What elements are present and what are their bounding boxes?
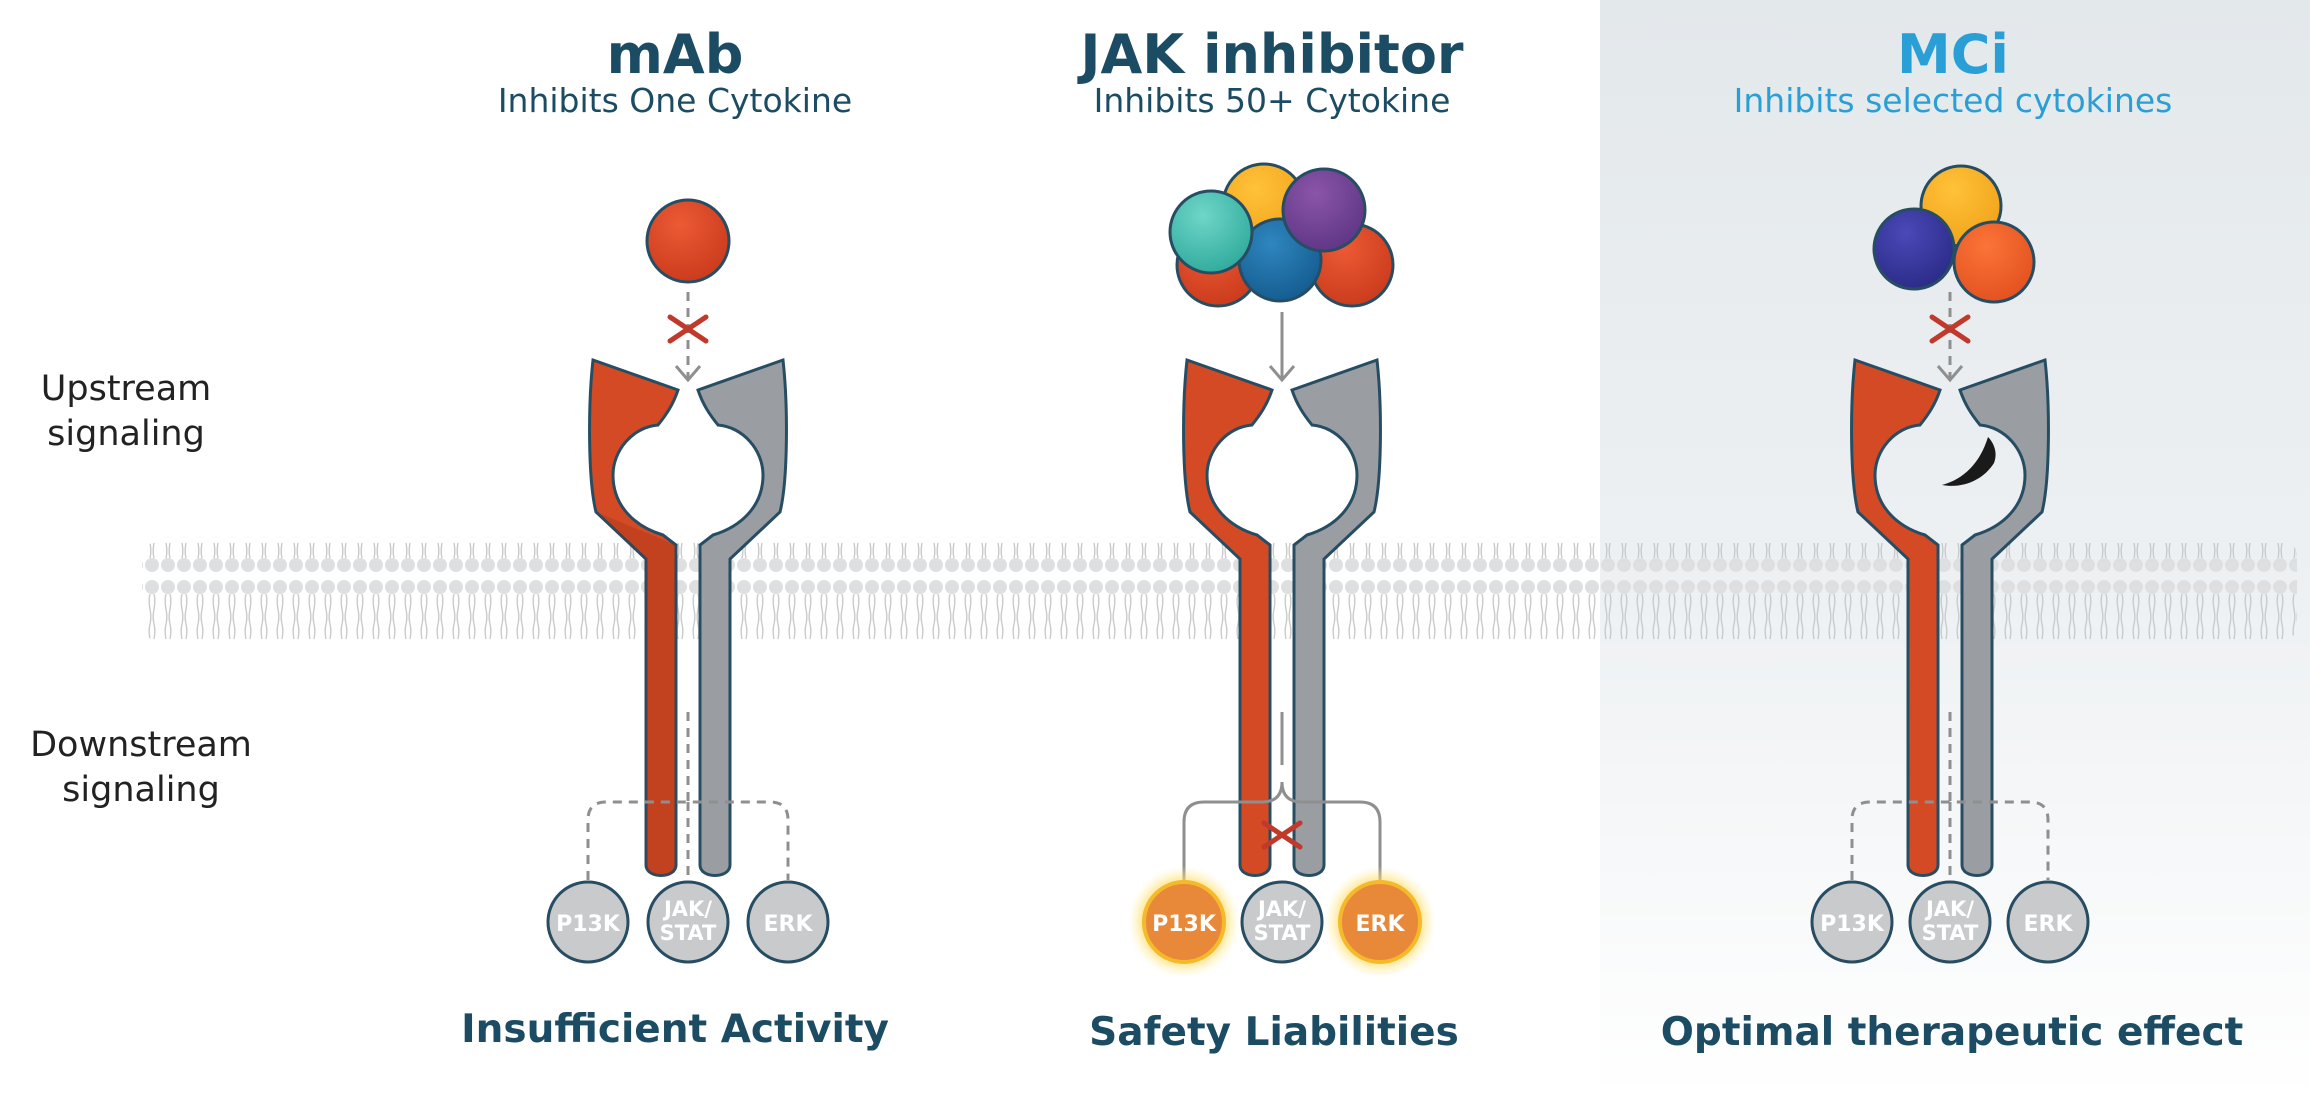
pathway-label: ERK bbox=[763, 912, 813, 937]
small-molecule-inhibitor-icon bbox=[1942, 437, 1996, 486]
mci-downstream-connector bbox=[1850, 712, 2050, 880]
mab-upstream-block-icon bbox=[667, 314, 709, 344]
jak-outcome: Safety Liabilities bbox=[1089, 1010, 1459, 1055]
cytokine-navy bbox=[1872, 207, 1956, 291]
jak-pathway-jak-stat: JAK/ STAT bbox=[1240, 880, 1324, 964]
mab-upstream-arrow bbox=[674, 292, 702, 383]
mci-upstream-arrow bbox=[1936, 292, 1964, 383]
cytokine-purple bbox=[1281, 167, 1367, 253]
downstream-label-line2: signaling bbox=[62, 770, 220, 810]
jak-subtitle: Inhibits 50+ Cytokine bbox=[1094, 81, 1451, 120]
mci-receptor bbox=[1850, 358, 2050, 877]
mci-title: MCi bbox=[1897, 23, 2009, 86]
jak-downstream-connector bbox=[1182, 712, 1382, 880]
pathway-label-line2: STAT bbox=[1254, 921, 1311, 945]
pathway-label: ERK bbox=[2023, 912, 2073, 937]
pathway-label-line2: STAT bbox=[1922, 921, 1979, 945]
downstream-label-line1: Downstream bbox=[30, 725, 252, 765]
mab-outcome: Insufficient Activity bbox=[461, 1007, 889, 1052]
pathway-label: P13K bbox=[1820, 912, 1885, 937]
cell-membrane bbox=[142, 543, 2297, 639]
mci-pathway-p13k: P13K bbox=[1810, 880, 1894, 964]
pathway-label-line1: JAK/ bbox=[662, 897, 712, 921]
jak-title: JAK inhibitor bbox=[1076, 23, 1464, 86]
mab-pathway-erk: ERK bbox=[746, 880, 830, 964]
upstream-label-line2: signaling bbox=[47, 414, 205, 454]
mab-title: mAb bbox=[607, 23, 744, 86]
mci-pathway-erk: ERK bbox=[2006, 880, 2090, 964]
jak-cytokine-cluster bbox=[1168, 162, 1395, 308]
pathway-label-line2: STAT bbox=[660, 921, 717, 945]
upstream-label-line1: Upstream bbox=[41, 369, 212, 409]
jak-pathway-erk: ERK bbox=[1324, 866, 1436, 978]
jak-upstream-arrow bbox=[1268, 312, 1296, 383]
mci-upstream-block-icon bbox=[1929, 314, 1971, 344]
jak-downstream-block-icon bbox=[1261, 820, 1303, 850]
mab-subtitle: Inhibits One Cytokine bbox=[498, 81, 852, 120]
mab-downstream-connector bbox=[586, 712, 790, 880]
pathway-label: P13K bbox=[556, 912, 621, 937]
mci-cytokine-cluster bbox=[1872, 164, 2036, 304]
cytokine-teal bbox=[1168, 189, 1254, 275]
mab-pathway-p13k: P13K bbox=[546, 880, 630, 964]
mci-outcome: Optimal therapeutic effect bbox=[1661, 1010, 2244, 1055]
jak-pathway-p13k: P13K bbox=[1128, 866, 1240, 978]
pathway-label: P13K bbox=[1152, 912, 1217, 937]
mci-subtitle: Inhibits selected cytokines bbox=[1734, 81, 2173, 120]
mab-pathway-jak-stat: JAK/ STAT bbox=[646, 880, 730, 964]
mci-pathway-jak-stat: JAK/ STAT bbox=[1908, 880, 1992, 964]
pathway-label-line1: JAK/ bbox=[1256, 897, 1306, 921]
pathway-label-line1: JAK/ bbox=[1924, 897, 1974, 921]
mab-receptor bbox=[588, 358, 788, 877]
cytokine-orange bbox=[1952, 220, 2036, 304]
mab-cytokine bbox=[645, 198, 731, 284]
pathway-label: ERK bbox=[1355, 912, 1405, 937]
